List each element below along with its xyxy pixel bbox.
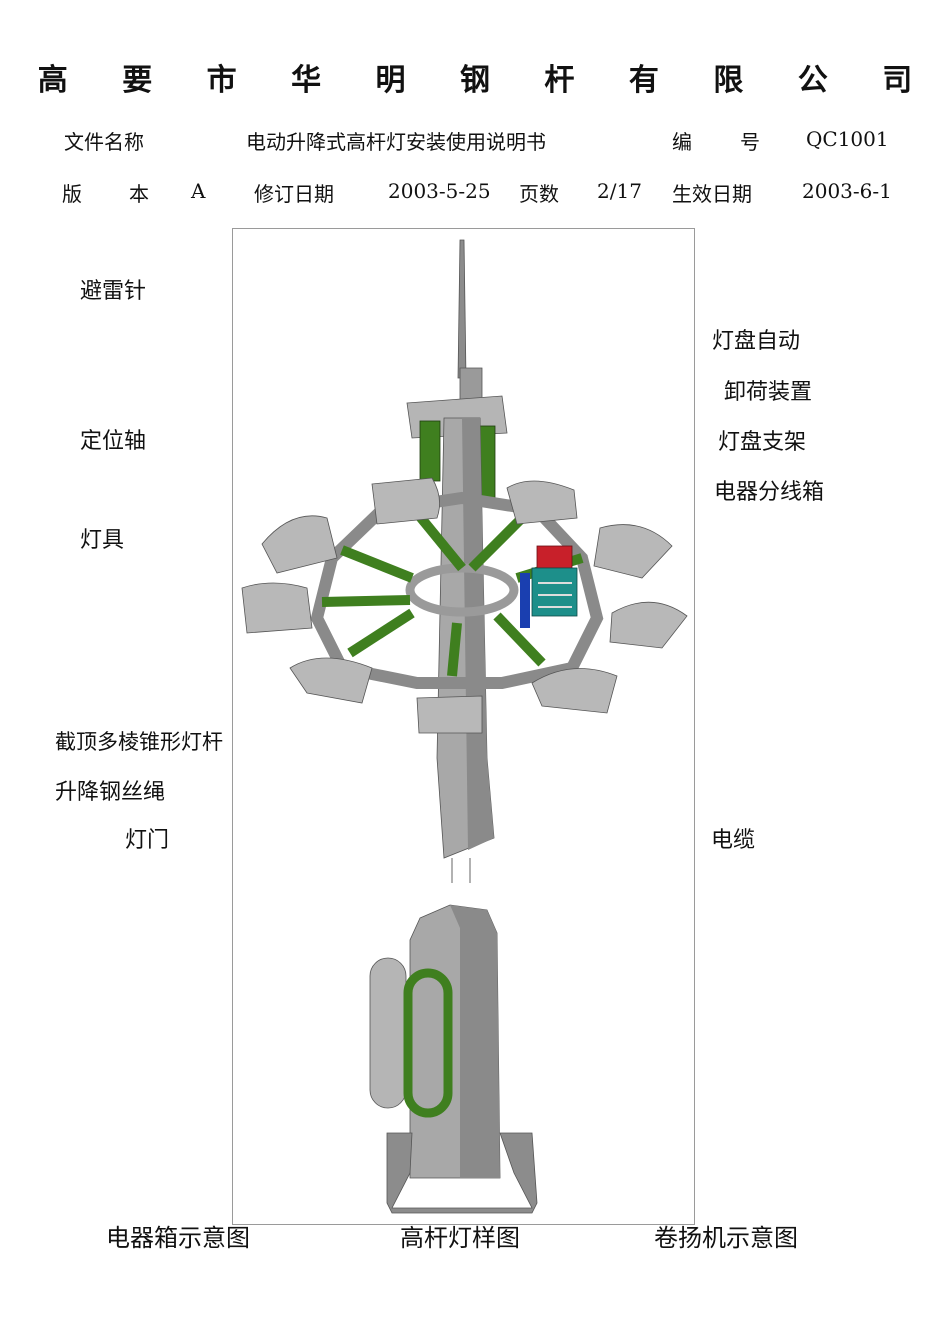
caption-sample: 高杆灯样图 bbox=[400, 1224, 520, 1252]
label-wire-rope: 升降钢丝绳 bbox=[55, 780, 166, 805]
pole-upper-drawing bbox=[436, 417, 495, 883]
version-label-2: 本 bbox=[129, 182, 149, 206]
label-auto-unload-line1: 灯盘自动 bbox=[712, 329, 801, 354]
label-pole: 截顶多棱锥形灯杆 bbox=[55, 730, 223, 754]
lamp-fixtures-drawing bbox=[241, 477, 688, 734]
revision-label: 修订日期 bbox=[254, 182, 334, 206]
label-lightning-rod: 避雷针 bbox=[80, 279, 147, 304]
label-positioning-shaft: 定位轴 bbox=[80, 429, 147, 454]
caption-winch: 卷扬机示意图 bbox=[654, 1224, 798, 1252]
version-value: A bbox=[191, 179, 206, 203]
number-label-2: 号 bbox=[740, 130, 760, 154]
doc-name-label: 文件名称 bbox=[64, 130, 144, 154]
label-cable: 电缆 bbox=[711, 828, 756, 853]
label-door: 灯门 bbox=[125, 828, 170, 853]
lightning-rod-drawing bbox=[457, 239, 467, 379]
page-label: 页数 bbox=[519, 182, 559, 206]
page-value: 2/17 bbox=[597, 179, 642, 203]
caption-electrical-box: 电器箱示意图 bbox=[106, 1224, 250, 1252]
number-label-1: 编 bbox=[672, 130, 692, 154]
doc-name-value: 电动升降式高杆灯安装使用说明书 bbox=[246, 130, 546, 154]
high-mast-illustration bbox=[241, 239, 688, 1214]
revision-value: 2003-5-25 bbox=[388, 179, 491, 203]
version-label-1: 版 bbox=[62, 182, 82, 206]
label-bracket: 灯盘支架 bbox=[718, 430, 807, 455]
electrical-door-drawing bbox=[369, 957, 453, 1118]
effective-label: 生效日期 bbox=[672, 182, 752, 206]
effective-value: 2003-6-1 bbox=[802, 179, 892, 203]
junction-box-drawing bbox=[520, 545, 578, 628]
number-value: QC1001 bbox=[806, 127, 889, 151]
label-auto-unload-line2: 卸荷装置 bbox=[724, 380, 813, 405]
company-title: 高 要 市 华 明 钢 杆 有 限 公 司 bbox=[37, 63, 935, 98]
label-junction-box: 电器分线箱 bbox=[714, 480, 825, 505]
label-lamp: 灯具 bbox=[80, 528, 125, 553]
figure-frame bbox=[232, 228, 695, 1225]
